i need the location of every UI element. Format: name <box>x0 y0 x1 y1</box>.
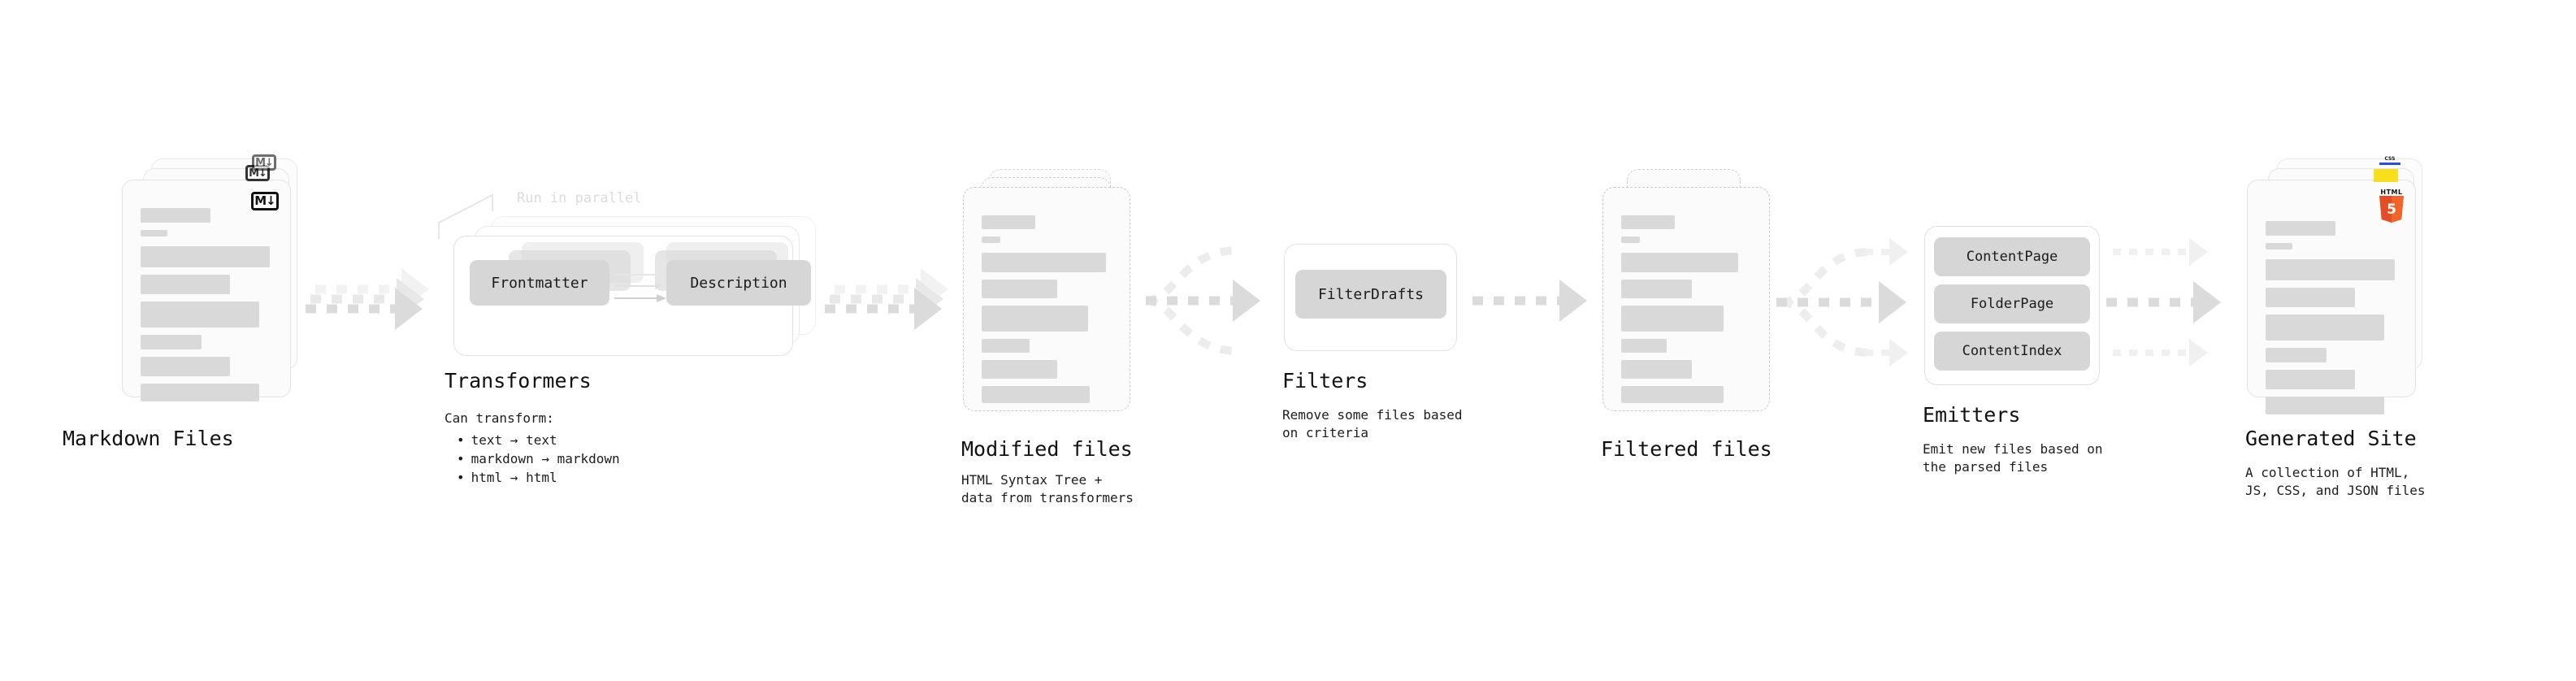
transformer-chip-description[interactable]: Description <box>666 260 811 306</box>
modified-file-stack <box>963 169 1138 421</box>
transformers-bullet-1: markdown → markdown <box>457 449 620 468</box>
html5-icon-number: 5 <box>2387 201 2396 218</box>
css3-icon-bar <box>2379 163 2400 165</box>
html5-icon-shield: 5 <box>2379 196 2404 223</box>
transformers-bullet-list: text → text markdown → markdown html → h… <box>457 431 620 487</box>
filtered-file-front <box>1602 187 1770 411</box>
generated-site-file-stack: HTML 5 CSS <box>2247 157 2434 419</box>
filters-description-2: on criteria <box>1282 425 1368 440</box>
filtered-file-stack <box>1602 169 1773 421</box>
stage-label-markdown-files: Markdown Files <box>63 427 234 450</box>
markdown-file-content-lines <box>141 208 275 409</box>
filtered-file-content-lines <box>1621 215 1754 410</box>
modified-file-front <box>963 187 1130 411</box>
run-in-parallel-bracket <box>438 193 493 239</box>
html5-icon: HTML 5 <box>2376 189 2407 224</box>
modified-files-description-2: data from transformers <box>961 490 1134 505</box>
stage-label-emitters: Emitters <box>1923 403 2021 427</box>
javascript-icon <box>2374 169 2398 182</box>
generated-site-description-2: JS, CSS, and JSON files <box>2245 483 2426 498</box>
stage-generated-site: HTML 5 CSS <box>2245 157 2434 499</box>
stage-modified-files: Modified files HTML Syntax Tree + data f… <box>961 169 1138 505</box>
emitters-description-2: the parsed files <box>1923 459 2049 475</box>
generated-site-front: HTML 5 <box>2247 180 2416 414</box>
markdown-icon: M↓ <box>251 192 279 210</box>
modified-files-description-1: HTML Syntax Tree + <box>961 472 1103 488</box>
stage-label-modified-files: Modified files <box>961 437 1133 461</box>
transformers-description-heading: Can transform: <box>445 410 554 426</box>
filters-description-1: Remove some files based <box>1282 407 1463 423</box>
transformers-bullet-2: html → html <box>457 468 620 487</box>
filter-chip-filterdrafts[interactable]: FilterDrafts <box>1295 270 1446 319</box>
modified-file-content-lines <box>982 215 1115 410</box>
transformer-internal-arrows <box>614 271 666 302</box>
generated-site-content-lines <box>2266 221 2400 422</box>
stage-markdown-files: M↓ M↓ M↓ Markdown Files <box>63 154 309 450</box>
markdown-icon-back-2: M↓ <box>252 154 276 171</box>
emitter-chip-contentpage[interactable]: ContentPage <box>1934 237 2090 276</box>
stage-filtered-files: Filtered files <box>1601 169 1773 461</box>
generated-site-description-1: A collection of HTML, <box>2245 465 2410 480</box>
stage-label-generated-site: Generated Site <box>2245 427 2417 450</box>
css3-icon: CSS <box>2378 157 2402 165</box>
transformer-chip-frontmatter[interactable]: Frontmatter <box>470 260 609 306</box>
html5-icon-word: HTML <box>2380 189 2403 196</box>
emitter-chip-folderpage[interactable]: FolderPage <box>1934 284 2090 323</box>
stage-label-filters: Filters <box>1282 369 1368 393</box>
transformers-ghost-note: Run in parallel <box>517 190 642 206</box>
markdown-file-front: M↓ <box>122 180 291 401</box>
markdown-file-stack: M↓ M↓ M↓ <box>122 154 309 419</box>
css3-icon-word: CSS <box>2384 156 2396 162</box>
emitter-chip-contentindex[interactable]: ContentIndex <box>1934 332 2090 371</box>
stage-label-transformers: Transformers <box>445 369 592 393</box>
emitters-description-1: Emit new files based on <box>1923 441 2103 457</box>
transformers-bullet-0: text → text <box>457 431 620 449</box>
stage-label-filtered-files: Filtered files <box>1601 437 1772 461</box>
